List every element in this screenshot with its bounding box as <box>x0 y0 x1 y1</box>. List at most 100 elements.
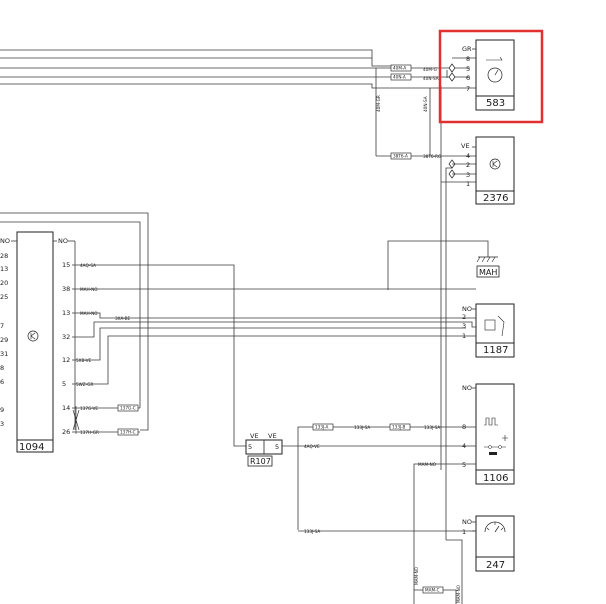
component-1187: 1187 NO 2 3 1 <box>462 303 515 358</box>
tag-137h-c: 137H-C <box>120 430 136 435</box>
wire-label-133j-sa: 133J-SA <box>354 425 370 430</box>
pin-label: 7 <box>466 85 470 93</box>
wire-label-5xb-ve: 5XB-VE <box>76 358 92 363</box>
pin-label: GR <box>462 45 472 53</box>
component-1106: 1106 NO 8 4 5 <box>462 383 515 485</box>
pin-label: 5 <box>462 461 466 469</box>
pin-label: 9 <box>0 406 4 414</box>
pin-label: 29 <box>0 336 8 344</box>
pin-label: 1 <box>466 180 470 188</box>
pedal-sensor-icon <box>484 315 505 337</box>
component-1094-id: 1094 <box>19 442 44 453</box>
pin-label: 31 <box>0 350 8 358</box>
component-583-id: 583 <box>486 98 505 109</box>
gauge-icon <box>486 56 503 83</box>
wire-label-133j-sa-2: 133J-SA <box>424 425 440 430</box>
pin-label: 5 <box>466 65 470 73</box>
pin-label: 5 <box>275 443 279 451</box>
wire-label-mah-no-2: MAH-NO <box>80 311 98 316</box>
pin-label: 6 <box>466 74 470 82</box>
component-2376: 2376 VE 4 2 3 1 <box>461 136 515 205</box>
wire-label-mam-no-vertical-2: MAM-NO <box>456 584 461 603</box>
component-2376-id: 2376 <box>483 193 508 204</box>
pin-label: 8 <box>466 55 470 63</box>
wires-1094: 4AQ-SA MAH-NO MAH-NO 3XA-BE 5XB-VE 5WZ-G… <box>72 263 476 447</box>
wire-label-137h-gr: 137H-GR <box>80 430 99 435</box>
component-1094: 1094 NO NO 28 13 20 25 7 29 31 8 6 9 3 1… <box>0 231 75 453</box>
pin-label: 13 <box>0 265 8 273</box>
pin-label: 2 <box>466 161 470 169</box>
wire-label-3xa-be: 3XA-BE <box>115 316 131 321</box>
speed-gauge-icon <box>484 521 506 533</box>
wire-label-40m-gr-vertical: 40M-GR <box>376 95 381 112</box>
wire-label-38t6-rg: 38T6-RG <box>423 154 441 159</box>
pin-label: 14 <box>62 404 70 412</box>
pin-label: NO <box>462 305 472 313</box>
tag-38t6-a: 38T6-A <box>393 154 408 159</box>
wire-label-133j-sa-3: 133J-SA <box>304 529 320 534</box>
ecu-symbol-icon <box>27 330 39 342</box>
pin-label: 26 <box>62 428 70 436</box>
pin-label: 15 <box>62 261 70 269</box>
wire-label-40m-g: 40M-G <box>423 67 437 72</box>
wire-label-4aq-ve: 4AQ-VE <box>304 444 320 449</box>
wire-label-mam-no: MAM-NO <box>418 462 437 467</box>
tag-40n-a: 40N-A <box>393 75 406 80</box>
pin-label: 8 <box>0 364 4 372</box>
relay-icon <box>484 417 508 455</box>
pin-label: NO <box>462 518 472 526</box>
tag-133j-b: 133J-B <box>392 425 405 430</box>
pin-label: 20 <box>0 279 8 287</box>
pin-label: 2 <box>462 313 466 321</box>
pin-label: VE <box>268 432 277 440</box>
wire-label-40n-sa: 40N-SA <box>423 76 439 81</box>
pin-label: VE <box>461 142 470 150</box>
splice-icon <box>448 72 456 82</box>
wire-label-4aq-sa: 4AQ-SA <box>80 263 96 268</box>
pin-label: 32 <box>62 333 70 341</box>
pin-label: 38 <box>62 285 70 293</box>
pin-label: 13 <box>62 309 70 317</box>
twisted-pair-icon <box>72 406 80 434</box>
highlight-box <box>438 29 544 124</box>
pin-label: 4 <box>466 152 470 160</box>
component-r107: R107 VE VE 5 5 <box>245 432 283 467</box>
pin-label: NO <box>462 384 472 392</box>
pin-label: 3 <box>466 171 470 179</box>
pin-label: NO <box>58 237 68 245</box>
pin-label: 3 <box>462 322 466 330</box>
wire-label-5wz-gr: 5WZ-GR <box>76 382 94 387</box>
wires-r107: 4AQ-VE 133J-A 133J-SA 133J-B 133J-SA 133… <box>282 423 476 604</box>
pin-label: NO <box>0 237 10 245</box>
wire-label-137g-ve: 137G-VE <box>80 406 98 411</box>
ecu-symbol-icon <box>489 158 501 170</box>
ground-id: MAH <box>479 268 497 277</box>
tag-mam-c: MAM-C <box>425 588 440 593</box>
ground-mah: MAH <box>387 240 500 290</box>
pin-label: 5 <box>248 443 252 451</box>
tag-133j-a: 133J-A <box>315 425 328 430</box>
component-1187-id: 1187 <box>483 345 508 356</box>
pin-label: 1 <box>462 528 466 536</box>
tag-137g-c: 137G-C <box>120 406 136 411</box>
pin-label: 25 <box>0 293 8 301</box>
pin-label: 28 <box>0 252 8 260</box>
pin-label: 3 <box>0 420 4 428</box>
wire-label-40n-sa-vertical: 40N-SA <box>423 96 428 112</box>
pin-label: 12 <box>62 356 70 364</box>
component-583: 583 GR 8 5 6 7 <box>462 39 515 111</box>
pin-label: VE <box>250 432 259 440</box>
tag-40m-a: 40M-A <box>393 66 406 71</box>
pin-label: 7 <box>0 322 4 330</box>
pin-label: 5 <box>62 380 66 388</box>
wire-label-mah-no: MAH-NO <box>80 287 98 292</box>
component-1106-id: 1106 <box>483 473 508 484</box>
component-247: 247 NO 1 <box>462 515 515 572</box>
component-247-id: 247 <box>486 560 505 571</box>
wire-label-mam-no-vertical: MAM-NO <box>414 566 419 585</box>
pin-label: 6 <box>0 378 4 386</box>
top-wires <box>0 49 476 182</box>
component-r107-id: R107 <box>250 457 271 466</box>
splice-icon <box>448 63 456 73</box>
